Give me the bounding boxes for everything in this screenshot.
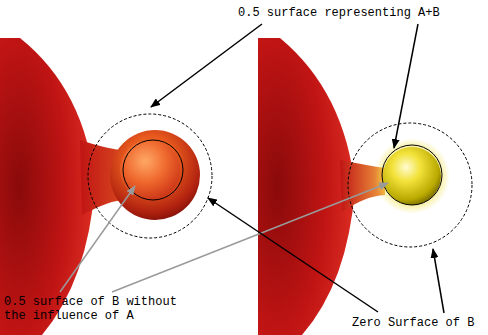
inner-surface-callout: 0.5 surface of B without the influence o… xyxy=(4,295,188,323)
zero-surface-callout: Zero Surface of B xyxy=(352,316,484,330)
top-callout: 0.5 surface representing A+B xyxy=(238,6,478,20)
